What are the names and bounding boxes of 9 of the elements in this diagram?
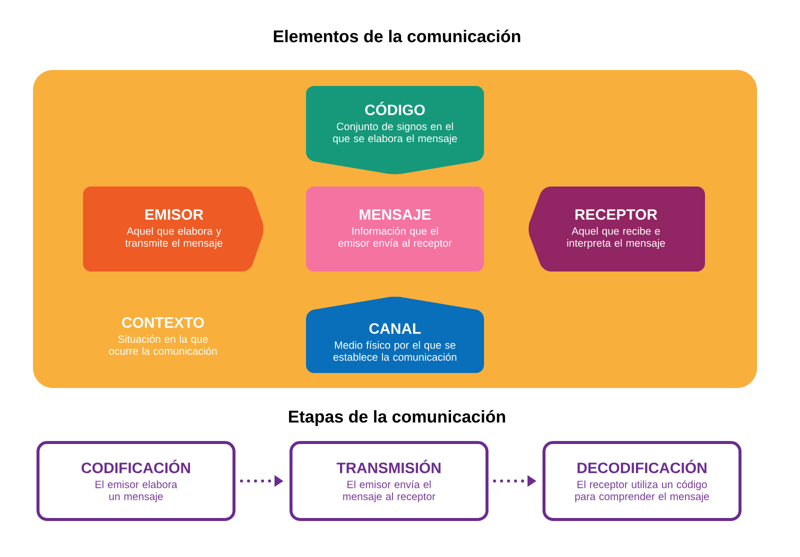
stage-box: TRANSMISIÓN El emisor envía el mensaje al receptor (290, 441, 488, 521)
message-box: MENSAJE Información que el emisor envía al receptor (306, 186, 484, 272)
code-box: CÓDIGO Conjunto de signos en el que se elabora el mensaje (306, 86, 484, 174)
receiver-box: RECEPTOR Aquel que recibe e interpreta el mensaje (528, 186, 705, 272)
sender-box: EMISOR Aquel que elabora y transmite el mensaje (83, 186, 264, 272)
title: Elementos de la comunicación (274, 30, 520, 42)
stage-box: DECODIFICACIÓN El receptor utiliza un código para comprender el mensaje (542, 441, 742, 521)
section-heading: Etapas de la comunicación (289, 410, 506, 426)
stage-box: CODIFICACIÓN El emisor elabora un mensaje (36, 441, 236, 521)
